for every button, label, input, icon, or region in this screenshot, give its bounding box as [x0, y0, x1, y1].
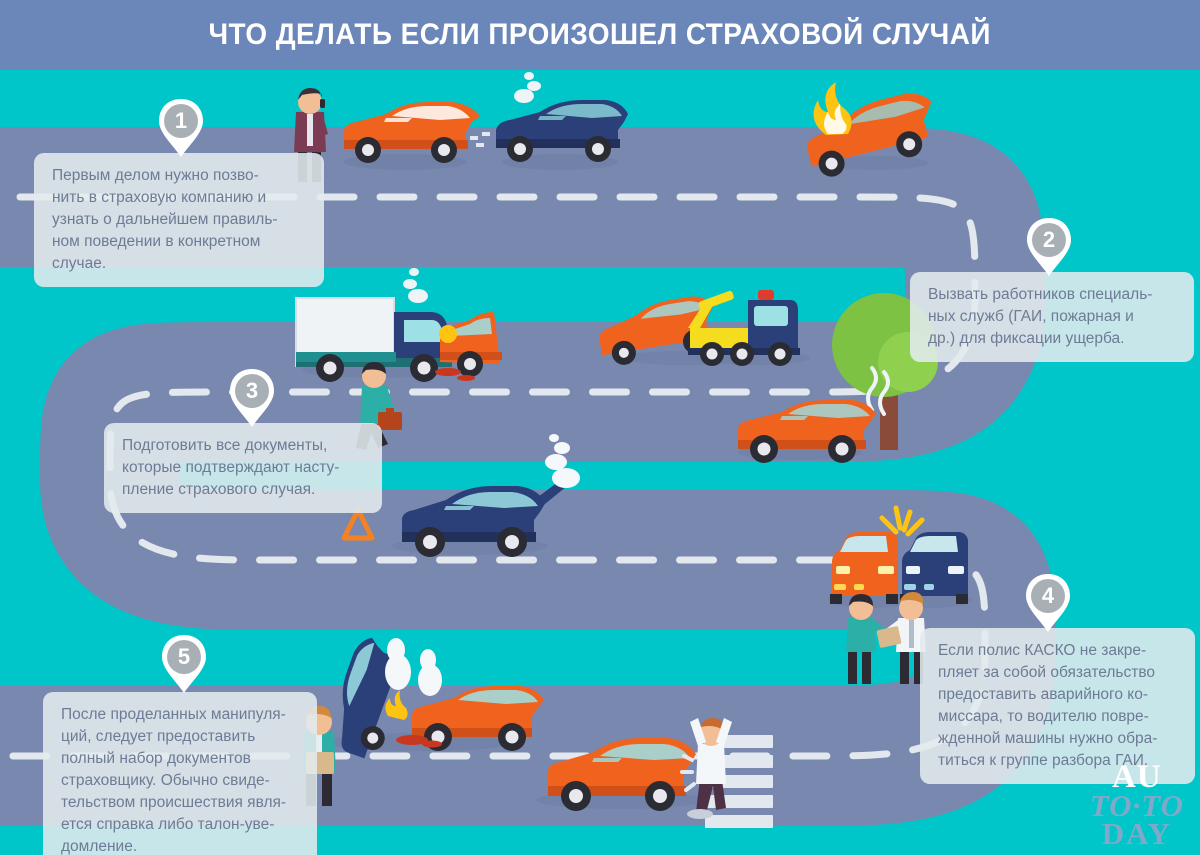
logo-line-1: AU — [1112, 758, 1162, 795]
logo-line-2: TO·TO — [1089, 787, 1184, 823]
pin-shape-5 — [162, 635, 206, 693]
step-callout-4: Если полис КАСКО не закре- пляет за собо… — [920, 628, 1195, 784]
step-pin-2[interactable]: 2 — [1025, 216, 1073, 278]
site-logo[interactable]: AU TO·TO DAY — [1089, 758, 1184, 852]
step-pin-2-number: 2 — [1042, 227, 1056, 252]
logo-line-3: DAY — [1101, 816, 1173, 852]
page-title: ЧТО ДЕЛАТЬ ЕСЛИ ПРОИЗОШЕЛ СТРАХОВОЙ СЛУЧ… — [208, 18, 992, 51]
step-callout-5: После проделанных манипуля- ций, следует… — [43, 692, 317, 855]
pin-shape-3 — [230, 369, 274, 427]
step-pin-1-number: 1 — [174, 108, 188, 133]
step-callout-3: Подготовить все документы, которые подтв… — [104, 423, 382, 513]
step-pin-1[interactable]: 1 — [157, 97, 205, 159]
step-pin-5[interactable]: 5 — [160, 633, 208, 695]
step-pin-4[interactable]: 4 — [1024, 572, 1072, 634]
step-pin-3-number: 3 — [245, 378, 259, 403]
pin-shape-1 — [159, 99, 203, 157]
pin-shape-4 — [1026, 574, 1070, 632]
pin-shape-2 — [1027, 218, 1071, 276]
step-pin-4-number: 4 — [1041, 583, 1055, 608]
header-bar: ЧТО ДЕЛАТЬ ЕСЛИ ПРОИЗОШЕЛ СТРАХОВОЙ СЛУЧ… — [0, 0, 1200, 70]
step-pin-5-number: 5 — [177, 644, 191, 669]
step-callout-2: Вызвать работников специаль- ных служб (… — [910, 272, 1194, 362]
step-pin-3[interactable]: 3 — [228, 367, 276, 429]
step-callout-1: Первым делом нужно позво- нить в страхов… — [34, 153, 324, 287]
